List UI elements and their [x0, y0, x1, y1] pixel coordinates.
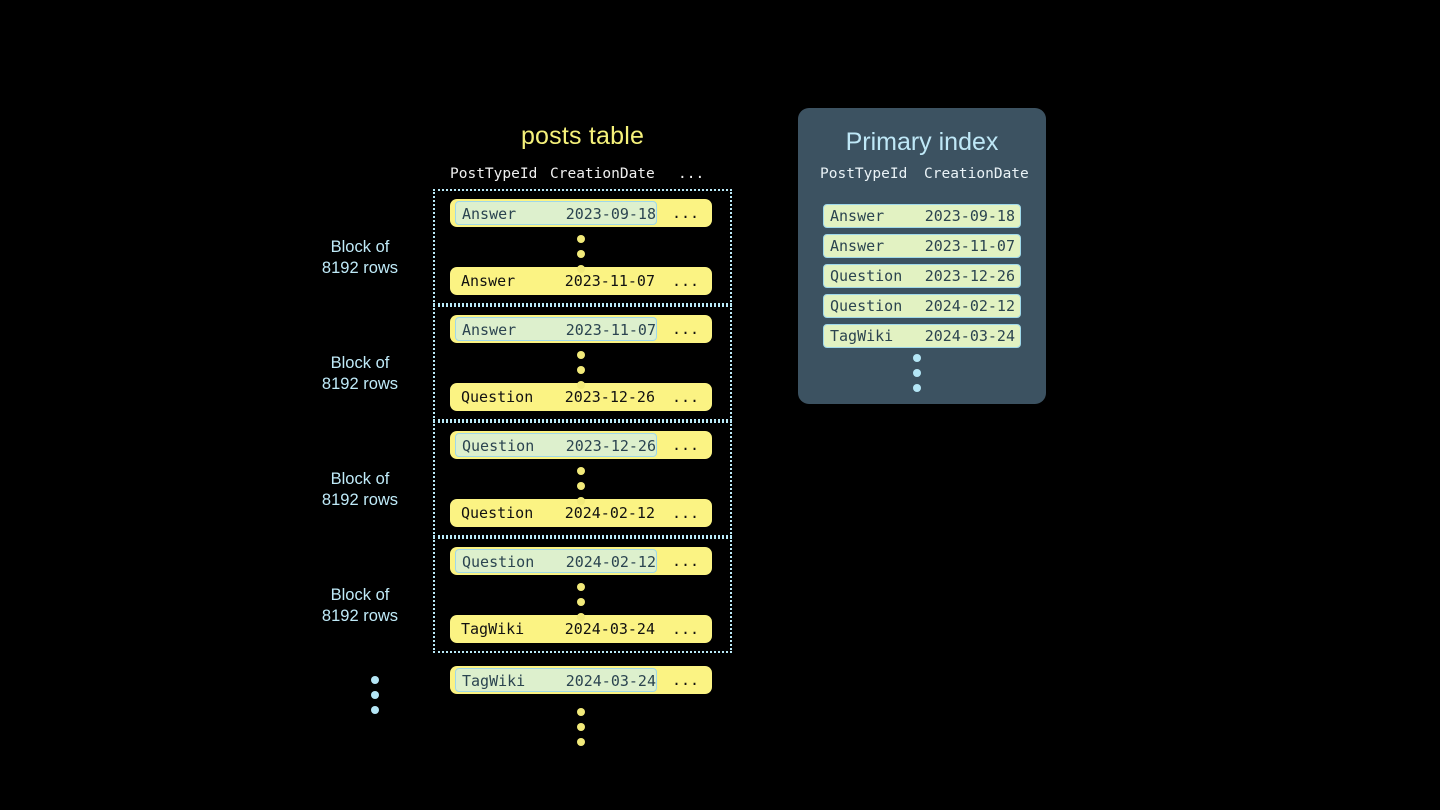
- index-row-3: Question 2023-12-26: [823, 264, 1021, 288]
- cell-creationdate: 2024-02-12: [564, 504, 655, 522]
- index-cell-posttypeid: Question: [830, 267, 903, 285]
- cell-more: ...: [672, 671, 700, 689]
- block-label-line1: Block of: [330, 238, 390, 256]
- cell-creationdate: 2023-11-07: [565, 321, 656, 339]
- cell-creationdate: 2023-12-26: [564, 388, 655, 406]
- indexed-key-cells: Answer 2023-09-18: [455, 201, 657, 225]
- cell-posttypeid: TagWiki: [461, 620, 525, 638]
- post-row-trailing: TagWiki 2024-03-24...: [450, 666, 712, 694]
- column-header-posttypeid: PostTypeId: [450, 166, 538, 182]
- cell-creationdate: 2023-09-18: [565, 205, 656, 223]
- posts-table-title: posts table: [520, 122, 645, 150]
- block-label-1: Block of 8192 rows: [300, 237, 420, 279]
- cell-posttypeid: Question: [462, 553, 535, 571]
- row-key-cells: TagWiki 2024-03-24: [455, 617, 657, 641]
- post-row-block4-first: Question 2024-02-12...: [450, 547, 712, 575]
- index-cell-creationdate: 2024-02-12: [924, 297, 1015, 315]
- block-label-4: Block of 8192 rows: [300, 585, 420, 627]
- cell-more: ...: [672, 552, 700, 570]
- cell-posttypeid: Answer: [462, 321, 517, 339]
- index-vertical-ellipsis-icon: [913, 354, 923, 399]
- cell-more: ...: [672, 320, 700, 338]
- row-vertical-ellipsis-icon-2: [577, 351, 587, 396]
- indexed-key-cells: Question 2024-02-12: [455, 549, 657, 573]
- index-cell-posttypeid: Answer: [830, 207, 885, 225]
- row-key-cells: Question 2024-02-12: [455, 501, 657, 525]
- cell-posttypeid: Answer: [461, 272, 516, 290]
- index-cell-posttypeid: Answer: [830, 237, 885, 255]
- posts-block-1: [433, 189, 732, 305]
- cell-posttypeid: Question: [461, 504, 534, 522]
- row-vertical-ellipsis-icon-1: [577, 235, 587, 280]
- row-key-cells: Question 2023-12-26: [455, 385, 657, 409]
- block-label-line1: Block of: [330, 354, 390, 372]
- indexed-key-cells: Question 2023-12-26: [455, 433, 657, 457]
- column-header-more: ...: [678, 166, 705, 182]
- index-column-header-creationdate: CreationDate: [924, 166, 1029, 182]
- cell-posttypeid: Question: [462, 437, 535, 455]
- posts-block-3: [433, 421, 732, 537]
- cell-more: ...: [672, 272, 700, 290]
- cell-creationdate: 2023-12-26: [565, 437, 656, 455]
- table-vertical-ellipsis-icon: [577, 708, 587, 753]
- posts-table-column-headers: PostTypeId CreationDate ...: [450, 166, 712, 186]
- index-row-1: Answer 2023-09-18: [823, 204, 1021, 228]
- index-row-5: TagWiki 2024-03-24: [823, 324, 1021, 348]
- block-label-line2: 8192 rows: [321, 375, 399, 393]
- block-label-line2: 8192 rows: [321, 607, 399, 625]
- block-label-3: Block of 8192 rows: [300, 469, 420, 511]
- cell-more: ...: [672, 388, 700, 406]
- index-cell-posttypeid: TagWiki: [830, 327, 894, 345]
- post-row-block2-last: Question 2023-12-26...: [450, 383, 712, 411]
- post-row-block2-first: Answer 2023-11-07...: [450, 315, 712, 343]
- primary-index-title: Primary index: [845, 128, 999, 156]
- index-cell-creationdate: 2023-11-07: [924, 237, 1015, 255]
- cell-more: ...: [672, 436, 700, 454]
- row-vertical-ellipsis-icon-4: [577, 583, 587, 628]
- index-column-header-posttypeid: PostTypeId: [820, 166, 908, 182]
- index-cell-creationdate: 2023-12-26: [924, 267, 1015, 285]
- block-label-line2: 8192 rows: [321, 491, 399, 509]
- row-vertical-ellipsis-icon-3: [577, 467, 587, 512]
- posts-block-2: [433, 305, 732, 421]
- post-row-block1-first: Answer 2023-09-18...: [450, 199, 712, 227]
- indexed-key-cells: TagWiki 2024-03-24: [455, 668, 657, 692]
- column-header-creationdate: CreationDate: [550, 166, 655, 182]
- cell-creationdate: 2024-03-24: [565, 672, 656, 690]
- cell-creationdate: 2024-03-24: [564, 620, 655, 638]
- index-cell-posttypeid: Question: [830, 297, 903, 315]
- cell-more: ...: [672, 620, 700, 638]
- index-row-2: Answer 2023-11-07: [823, 234, 1021, 258]
- index-row-4: Question 2024-02-12: [823, 294, 1021, 318]
- cell-posttypeid: Answer: [462, 205, 517, 223]
- index-cell-creationdate: 2023-09-18: [924, 207, 1015, 225]
- index-cell-creationdate: 2024-03-24: [924, 327, 1015, 345]
- block-label-2: Block of 8192 rows: [300, 353, 420, 395]
- block-label-line1: Block of: [330, 586, 390, 604]
- cell-creationdate: 2024-02-12: [565, 553, 656, 571]
- block-label-line1: Block of: [330, 470, 390, 488]
- cell-posttypeid: Question: [461, 388, 534, 406]
- cell-more: ...: [672, 204, 700, 222]
- post-row-block3-first: Question 2023-12-26...: [450, 431, 712, 459]
- primary-index-column-headers: PostTypeId CreationDate: [820, 166, 1029, 186]
- cell-posttypeid: TagWiki: [462, 672, 526, 690]
- block-label-line2: 8192 rows: [321, 259, 399, 277]
- row-key-cells: Answer 2023-11-07: [455, 269, 657, 293]
- cell-creationdate: 2023-11-07: [564, 272, 655, 290]
- indexed-key-cells: Answer 2023-11-07: [455, 317, 657, 341]
- posts-block-4: [433, 537, 732, 653]
- primary-index-panel: Primary index PostTypeId CreationDate An…: [798, 108, 1046, 404]
- blocks-vertical-ellipsis-icon: [371, 676, 381, 721]
- cell-more: ...: [672, 504, 700, 522]
